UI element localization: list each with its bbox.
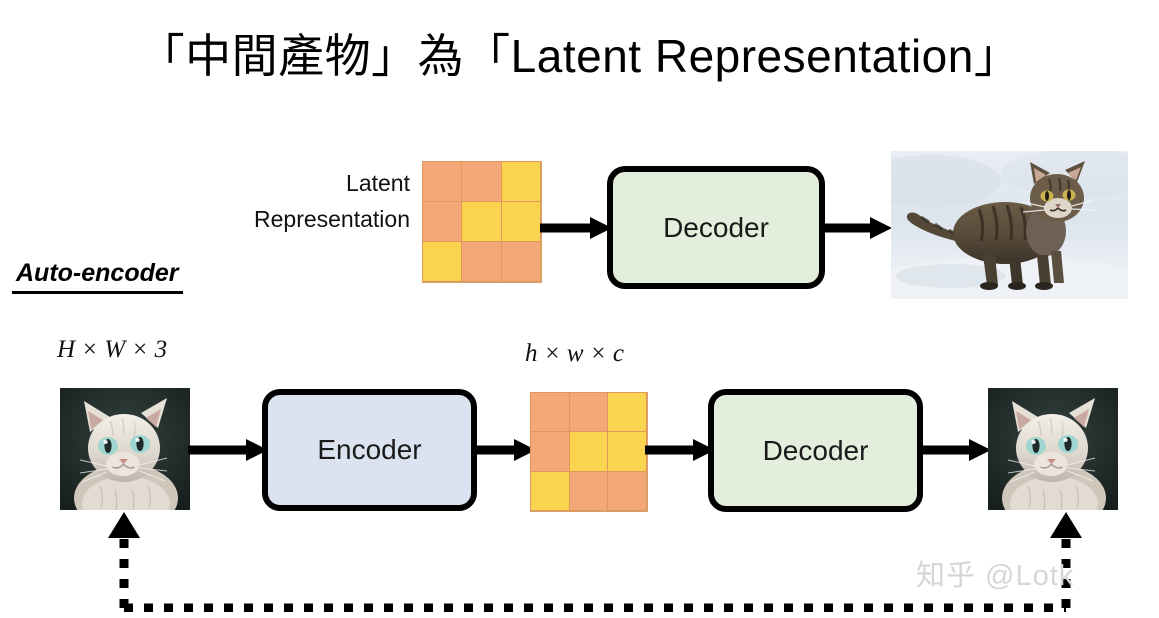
arrow-decoder-to-reconstruction-icon	[919, 438, 991, 462]
encoder-box[interactable]: Encoder	[262, 389, 477, 511]
grid-cell	[568, 470, 609, 511]
grid-cell	[530, 392, 570, 433]
grid-cell	[607, 392, 647, 433]
encoder-box-label: Encoder	[317, 434, 422, 465]
grid-cell	[461, 201, 502, 242]
arrow-input-to-encoder-icon	[188, 438, 268, 462]
grid-cell	[422, 161, 463, 202]
grid-cell	[500, 201, 541, 242]
grid-cell	[607, 470, 647, 511]
grid-cell	[500, 241, 541, 282]
grid-cell	[422, 201, 463, 242]
reconstruction-loss-connector	[100, 512, 1090, 612]
section-label-auto-encoder: Auto-encoder	[12, 258, 183, 294]
grid-cell	[568, 431, 609, 472]
grid-cell	[422, 241, 463, 282]
arrow-latent-to-decoder-icon	[540, 216, 612, 240]
caption-line-1: Latent	[346, 170, 410, 196]
watermark: 知乎 @Lotk	[916, 560, 1075, 592]
grid-cell	[530, 470, 570, 511]
grid-cell	[461, 161, 502, 202]
decoder-box-bottom-label: Decoder	[762, 434, 869, 466]
decoder-box-top[interactable]: Decoder	[607, 166, 825, 289]
arrow-latent-to-decoder-bottom-icon	[645, 438, 715, 462]
latent-tensor-grid-top	[422, 161, 542, 283]
latent-representation-caption: Latent Representation	[170, 165, 410, 237]
latent-tensor-grid-bottom	[530, 392, 648, 512]
arrow-encoder-to-latent-icon	[474, 438, 536, 462]
page-title: 「中間產物」為「Latent Representation」	[138, 30, 1021, 82]
grid-cell	[530, 431, 570, 472]
reconstruction-image-white-cat	[988, 388, 1118, 510]
input-shape-label: H × W × 3	[57, 336, 168, 363]
output-image-tabby-cat	[891, 151, 1128, 299]
decoder-box-top-label: Decoder	[663, 211, 769, 243]
grid-cell	[461, 241, 502, 282]
caption-line-2: Representation	[254, 206, 410, 232]
input-image-white-cat	[60, 388, 190, 510]
grid-cell	[568, 392, 609, 433]
grid-cell	[607, 431, 647, 472]
latent-shape-label: h × w × c	[525, 340, 625, 367]
decoder-box-bottom[interactable]: Decoder	[708, 389, 923, 512]
grid-cell	[500, 161, 541, 202]
arrow-decoder-to-output-icon	[822, 216, 892, 240]
